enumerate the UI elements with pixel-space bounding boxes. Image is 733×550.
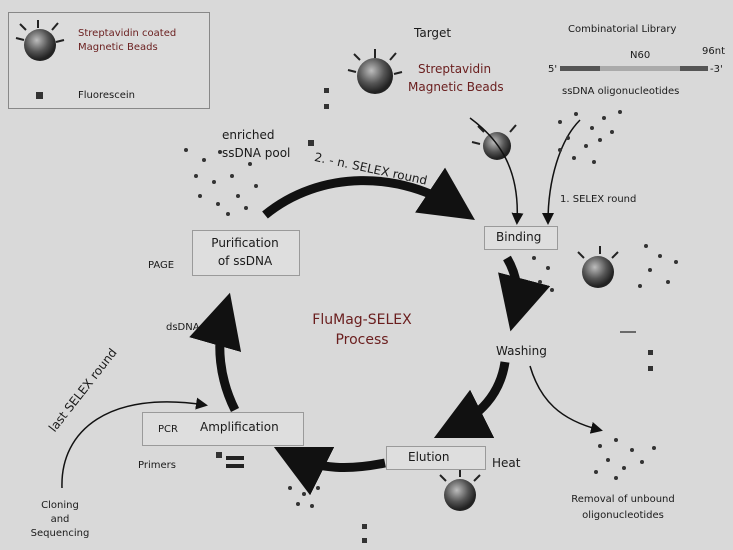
cloning-line2: and [50,514,70,525]
pool-line2: ssDNA pool [222,146,291,160]
washing-label: Washing [496,344,547,358]
library-length-label: 96nt [702,46,725,57]
legend-bead-icon [15,20,65,61]
removal-line1: Removal of unbound [571,494,675,505]
library-five-prime: 5' [548,64,558,75]
binding-label: Binding [496,230,542,244]
unbound-oligo-dots [594,438,656,480]
target-bead-icon [347,49,403,94]
legend-beads-label-1: Streptavidin coated [78,28,177,39]
legend-fluorescein-label: Fluorescein [78,90,136,101]
cloning-line3: Sequencing [30,528,90,539]
heat-label: Heat [492,456,521,470]
removal-line2: oligonucleotides [582,510,664,521]
legend-fluorescein-icon [36,92,43,99]
target-title: Target [414,26,452,40]
dsdna-label: dsDNA [166,322,200,333]
elution-label: Elution [408,450,450,464]
binding-box [484,226,558,250]
library-strand-icon [560,66,708,71]
first-round-label: 1. SELEX round [560,194,637,205]
enriched-pool-dots [184,148,258,216]
library-three-prime: -3' [710,64,723,75]
elution-bead-icon [439,468,481,511]
selex-cycle-arrows [189,167,551,496]
washing-dots [532,244,678,292]
primers-icon [216,452,244,468]
elution-box [386,446,486,470]
primers-label: Primers [138,460,176,471]
eluted-dots [288,486,320,508]
washing-bead-icon [577,246,619,288]
target-line1: Streptavidin [418,62,492,76]
cloning-line1: Cloning [41,500,79,511]
amplification-box [142,412,304,446]
library-n-label: N60 [630,50,651,61]
pool-line1: enriched [222,128,275,142]
legend-beads-label-2: Magnetic Beads [78,42,158,53]
library-subtitle: ssDNA oligonucleotides [562,86,680,97]
amplification-label: Amplification [200,420,279,434]
center-title-line2: Process [335,332,389,348]
purification-line2: of ssDNA [217,254,273,268]
target-line2: Magnetic Beads [408,80,504,94]
page-label: PAGE [148,260,175,271]
ssdna-oligo-dots [558,110,622,164]
purification-box [192,230,300,276]
library-title: Combinatorial Library [568,24,677,35]
purification-line1: Purification [211,236,279,250]
pcr-label: PCR [158,424,178,435]
center-title-line1: FluMag-SELEX [312,312,412,328]
binding-bead-icon [471,124,517,160]
